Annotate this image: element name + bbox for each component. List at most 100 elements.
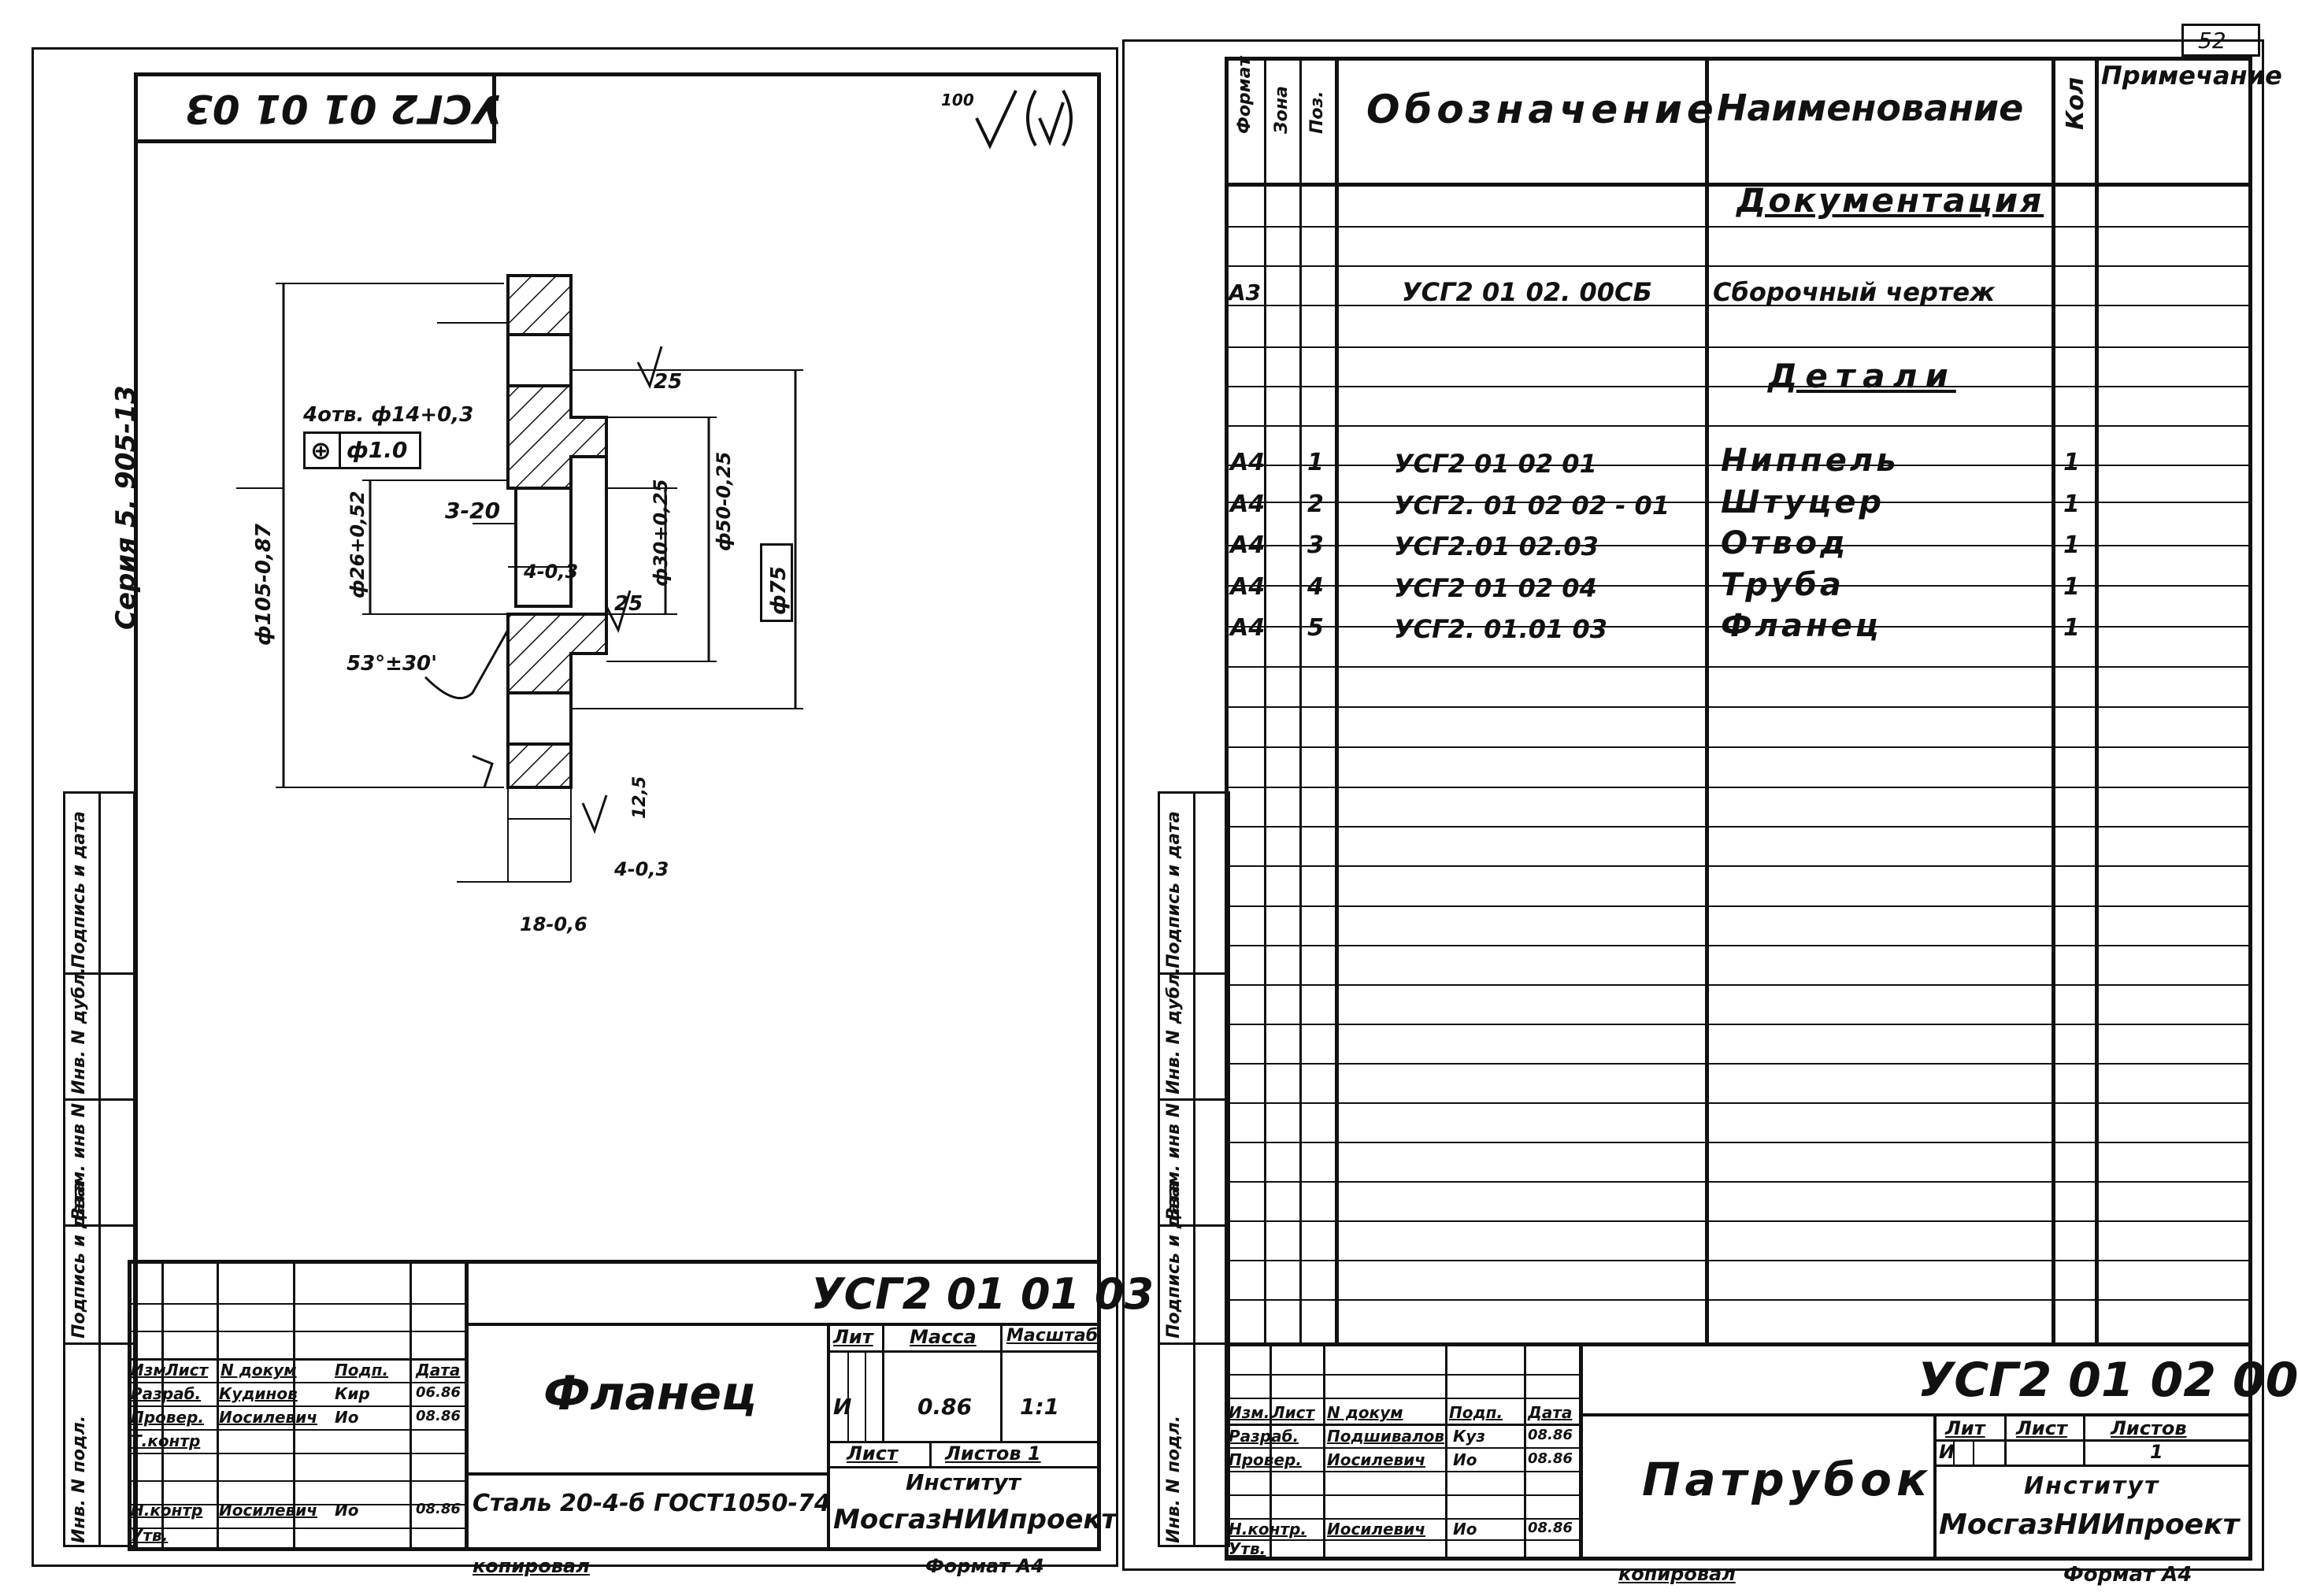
rtb-title-right bbox=[1933, 1413, 1937, 1561]
rtb-row3-sign: Ио bbox=[1453, 1520, 1477, 1539]
part-pos: 5 bbox=[1307, 614, 1324, 642]
ltb-head-list: Лист bbox=[165, 1361, 209, 1379]
part-qty: 1 bbox=[2063, 614, 2080, 642]
rt-head-name: Наименование bbox=[1717, 87, 2024, 129]
part-qty: 1 bbox=[2063, 572, 2080, 601]
rt-head-pos: Поз. bbox=[1307, 91, 1327, 134]
ltb-sheet-row2 bbox=[827, 1466, 1101, 1468]
ltb-lit-value: И bbox=[833, 1394, 852, 1420]
left-strip-h1 bbox=[63, 972, 135, 975]
left-strip-h3 bbox=[63, 1224, 135, 1227]
ltb-lit-v2 bbox=[1000, 1323, 1003, 1441]
rtb-v1 bbox=[1269, 1342, 1272, 1561]
part-qty: 1 bbox=[2063, 490, 2080, 518]
rtb-head-izm: Изм. bbox=[1229, 1403, 1270, 1422]
ltb-row3-role: Т.контр bbox=[131, 1431, 201, 1450]
rtb-row2-sign: Ио bbox=[1453, 1450, 1477, 1469]
rtb-row1-name: Подшивалов bbox=[1327, 1427, 1445, 1446]
ltb-institute: МосгазНИИпроект bbox=[833, 1504, 1117, 1535]
rtb-sheet-label: Лист bbox=[2016, 1417, 2067, 1439]
dim-d105: ф105-0,87 bbox=[252, 523, 276, 646]
ltb-institute-label: Институт bbox=[906, 1469, 1021, 1495]
ltb-row4-role: Н.контр bbox=[131, 1501, 203, 1520]
ltb-head-izm: Изм bbox=[131, 1361, 166, 1379]
rtb-row3-role: Н.контр. bbox=[1229, 1520, 1307, 1539]
part-pos: 3 bbox=[1307, 531, 1324, 559]
part-designation: УСГ2 01 02 04 bbox=[1394, 572, 1597, 603]
part-format: А4 bbox=[1230, 572, 1266, 601]
part-format: А4 bbox=[1230, 614, 1266, 642]
ltb-h8 bbox=[128, 1480, 466, 1482]
right-strip-h2 bbox=[1158, 1098, 1230, 1101]
rtb-lit-label: Лит bbox=[1945, 1417, 1985, 1439]
spec-row-line bbox=[1225, 945, 2252, 946]
left-outer-frame bbox=[32, 47, 1118, 1567]
ltb-h7 bbox=[128, 1453, 466, 1454]
left-copied: копировал bbox=[473, 1555, 590, 1577]
spec-row-line bbox=[1225, 346, 2252, 348]
part-designation: УСГ2. 01 02 02 - 01 bbox=[1394, 490, 1670, 520]
rtb-row3-date: 08.86 bbox=[1528, 1520, 1573, 1536]
spec-row-line bbox=[1225, 1260, 2252, 1261]
ltb-mass-label: Масса bbox=[910, 1326, 977, 1348]
position-symbol-icon: ⊕ bbox=[310, 435, 332, 465]
rtb-lit-v1 bbox=[2004, 1413, 2007, 1467]
rtb-row1-date: 08.86 bbox=[1528, 1427, 1573, 1443]
ltb-h10 bbox=[128, 1527, 466, 1529]
ltb-h9 bbox=[128, 1504, 466, 1505]
spec-row-line bbox=[1225, 746, 2252, 748]
ltb-row1-sign: Кир bbox=[335, 1384, 370, 1403]
dim-d26: ф26+0,52 bbox=[347, 491, 369, 598]
rtb-code-bottom bbox=[1581, 1413, 2252, 1416]
part-name: Фланец bbox=[1721, 608, 1882, 644]
part-designation: УСГ2. 01.01 03 bbox=[1394, 614, 1607, 644]
dim-d50: ф50-0,25 bbox=[713, 451, 735, 551]
ltb-row4-date: 08.86 bbox=[416, 1501, 461, 1517]
ltb-lit-sub1 bbox=[847, 1350, 849, 1441]
ltb-mass-value: 0.86 bbox=[917, 1394, 973, 1420]
part-format: А4 bbox=[1230, 531, 1266, 559]
rt-head-qty: Кол bbox=[2062, 76, 2089, 130]
rt-head-zone: Зона bbox=[1272, 86, 1292, 134]
rtb-lit-sub2 bbox=[1973, 1439, 1974, 1466]
rtb-lit-row2 bbox=[1933, 1465, 2252, 1467]
rtb-lit-row bbox=[1933, 1439, 2252, 1442]
rt-head-designation: Обозначение bbox=[1366, 87, 1718, 132]
ltb-v5 bbox=[465, 1260, 469, 1551]
left-rotated-code-box: УСГ2 01 01 03 bbox=[134, 72, 502, 143]
right-stamp-code: УСГ2 01 02 00 bbox=[1918, 1353, 2298, 1408]
right-side-label-5: Подпись и дата bbox=[1164, 811, 1184, 968]
spec-row-line bbox=[1225, 425, 2252, 427]
rtb-h6 bbox=[1225, 1494, 1581, 1496]
ltb-h2 bbox=[128, 1331, 466, 1332]
dim-bottom18: 18-0,6 bbox=[520, 913, 587, 935]
ltb-row1-date: 06.86 bbox=[416, 1384, 461, 1401]
part-designation: УСГ2 01 02 01 bbox=[1394, 449, 1597, 479]
part-name: Труба bbox=[1721, 566, 1844, 603]
rtb-lit-value: И bbox=[1939, 1441, 1955, 1463]
spec-row-line bbox=[1225, 826, 2252, 828]
rough-25a: 25 bbox=[654, 370, 683, 394]
left-side-label-3: Взам. инв N bbox=[69, 1102, 89, 1220]
ltb-title-right bbox=[827, 1323, 830, 1551]
spec-row-line bbox=[1225, 502, 2252, 503]
doc-name: Сборочный чертеж bbox=[1713, 277, 1995, 307]
ltb-row4-name: Иосилевич bbox=[219, 1501, 317, 1520]
flange-drawing bbox=[236, 274, 803, 883]
left-side-label-1: Инв. N подл. bbox=[69, 1415, 89, 1543]
tol-divider bbox=[339, 434, 341, 468]
section-docs: Документация bbox=[1736, 181, 2044, 220]
spec-row-line bbox=[1225, 1102, 2252, 1104]
part-pos: 1 bbox=[1307, 449, 1324, 476]
rt-col-name bbox=[2052, 57, 2055, 1344]
rough-25b: 25 bbox=[614, 592, 643, 616]
rtb-row1-role: Разраб. bbox=[1229, 1427, 1299, 1446]
right-strip-divider bbox=[1193, 791, 1195, 1547]
left-stamp-code: УСГ2 01 01 03 bbox=[811, 1269, 1155, 1319]
ltb-row5-role: Утв. bbox=[131, 1526, 169, 1545]
rtb-v5 bbox=[1579, 1342, 1583, 1561]
right-outer-frame bbox=[1122, 39, 2264, 1571]
rt-col-format bbox=[1264, 57, 1266, 1344]
rtb-institute: МосгазНИИпроект bbox=[1939, 1509, 2240, 1541]
ltb-row2-role: Провер. bbox=[131, 1408, 204, 1427]
